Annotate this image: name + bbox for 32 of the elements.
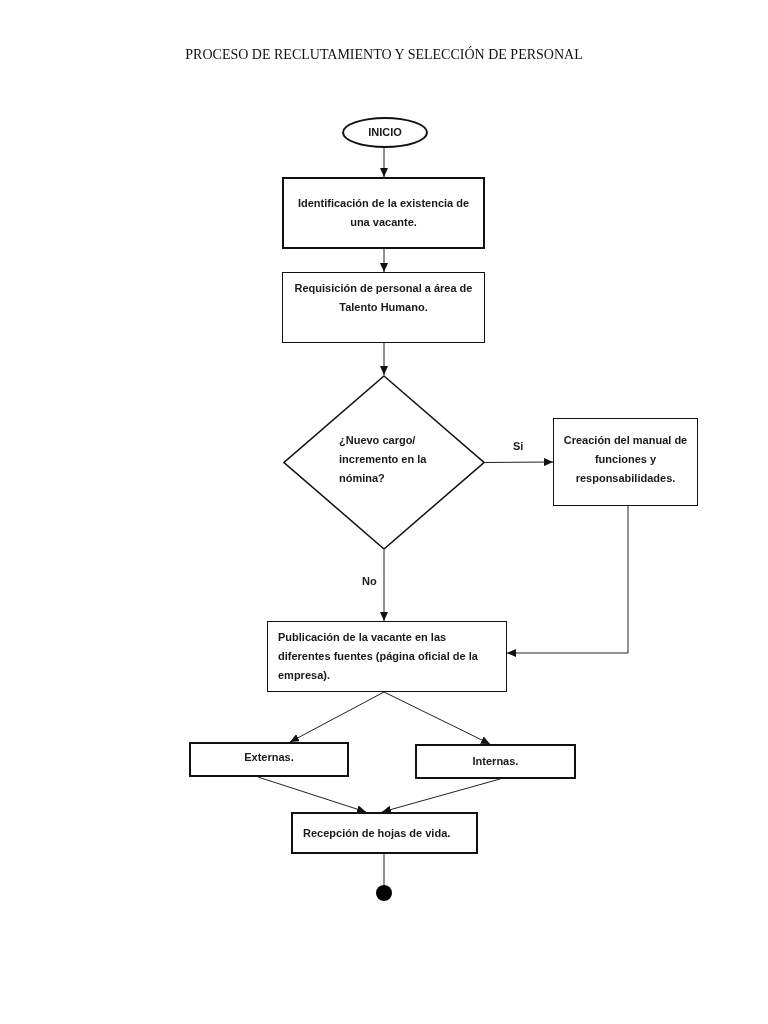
- edge-label: Si: [511, 439, 526, 453]
- start-label: INICIO: [368, 125, 402, 140]
- process-box: [415, 744, 576, 779]
- process-box: [291, 812, 478, 854]
- arrow: [380, 549, 388, 622]
- diagram-title: PROCESO DE RECLUTAMIENTO Y SELECCIÓN DE PERSONAL: [185, 47, 583, 63]
- step-text: Recepción de hojas de vida.: [303, 825, 452, 841]
- decision-diamond: [283, 375, 485, 550]
- end-circle: [376, 885, 392, 901]
- step-text: Publicación de la vacante en las diferentes fuentes (página oficial de la empresa).: [278, 630, 479, 683]
- process-box: [189, 742, 349, 777]
- arrow: [484, 458, 554, 467]
- process-box: [282, 177, 485, 249]
- connector-line: [383, 853, 385, 886]
- step-text: Creación del manual de funciones y responsabilidades.: [562, 433, 689, 486]
- step-text: Requisición de personal a área de Talento Humano.: [293, 281, 474, 315]
- process-box: [282, 272, 485, 343]
- step-text: Externas.: [243, 750, 295, 765]
- arrow: [506, 505, 629, 657]
- arrow: [380, 248, 388, 273]
- process-box: [553, 418, 698, 506]
- decision-text: ¿Nuevo cargo/ incremento en la nómina?: [339, 433, 428, 486]
- step-text: Identificación de la existencia de una vacante.: [296, 196, 471, 230]
- arrow: [257, 776, 367, 814]
- arrow: [380, 342, 388, 376]
- arrow: [289, 691, 385, 743]
- process-box: [267, 621, 507, 692]
- step-text: Internas.: [471, 754, 520, 769]
- edge-label: No: [360, 574, 379, 588]
- arrow: [381, 778, 501, 814]
- arrow: [383, 691, 491, 745]
- arrow: [380, 147, 388, 178]
